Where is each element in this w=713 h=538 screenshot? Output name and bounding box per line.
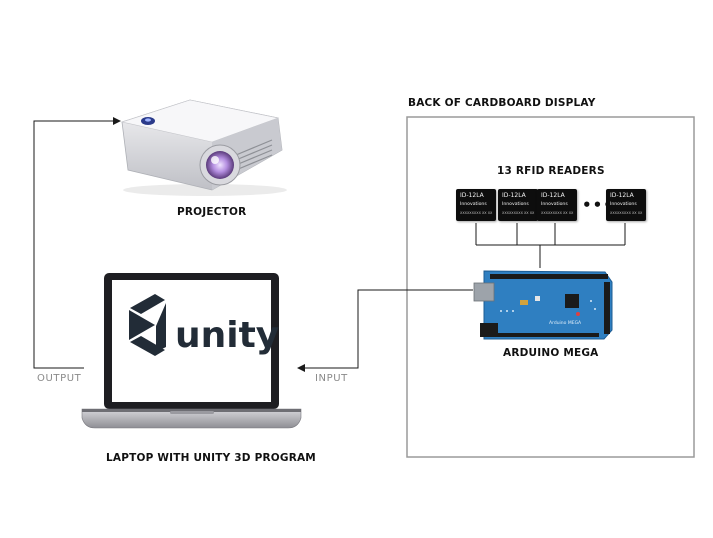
back-panel-title: BACK OF CARDBOARD DISPLAY <box>408 97 596 109</box>
back-panel-frame <box>406 116 695 458</box>
rfid-reader-3: ID-12LA Innovations XXXXXXXXX XX XX <box>537 189 577 221</box>
rfid-bus <box>475 223 626 268</box>
laptop-label: LAPTOP WITH UNITY 3D PROGRAM <box>106 452 316 464</box>
rfid-reader-2: ID-12LA Innovations XXXXXXXXX XX XX <box>498 189 538 221</box>
rfid-model-text: ID-12LA <box>460 192 484 199</box>
arduino-silkscreen-text: Arduino MEGA <box>549 321 582 326</box>
arduino-board-illustration <box>473 270 613 340</box>
rfid-readers-label: 13 RFID READERS <box>497 165 605 177</box>
rfid-code-text: XXXXXXXXX XX XX <box>541 211 574 215</box>
rfid-code-text: XXXXXXXXX XX XX <box>460 211 493 215</box>
output-connector <box>33 117 121 369</box>
laptop-illustration <box>81 273 302 429</box>
rfid-reader-1: ID-12LA Innovations XXXXXXXXX XX XX <box>456 189 496 221</box>
projector-illustration <box>120 99 287 196</box>
rfid-code-text: XXXXXXXXX XX XX <box>610 211 643 215</box>
rfid-brand-text: Innovations <box>460 202 487 207</box>
rfid-brand-text: Innovations <box>610 202 637 207</box>
rfid-model-text: ID-12LA <box>502 192 526 199</box>
rfid-model-text: ID-12LA <box>541 192 565 199</box>
unity-logo-text: unity <box>175 315 280 356</box>
output-label: OUTPUT <box>37 373 82 384</box>
rfid-brand-text: Innovations <box>541 202 568 207</box>
projector-label: PROJECTOR <box>177 206 247 218</box>
rfid-model-text: ID-12LA <box>610 192 634 199</box>
rfid-brand-text: Innovations <box>502 202 529 207</box>
rfid-code-text: XXXXXXXXX XX XX <box>502 211 535 215</box>
arduino-label: ARDUINO MEGA <box>503 347 599 359</box>
input-label: INPUT <box>315 373 348 384</box>
rfid-ellipsis: ••• <box>582 196 614 214</box>
input-connector <box>297 289 473 372</box>
rfid-reader-13: ID-12LA Innovations XXXXXXXXX XX XX <box>606 189 646 221</box>
